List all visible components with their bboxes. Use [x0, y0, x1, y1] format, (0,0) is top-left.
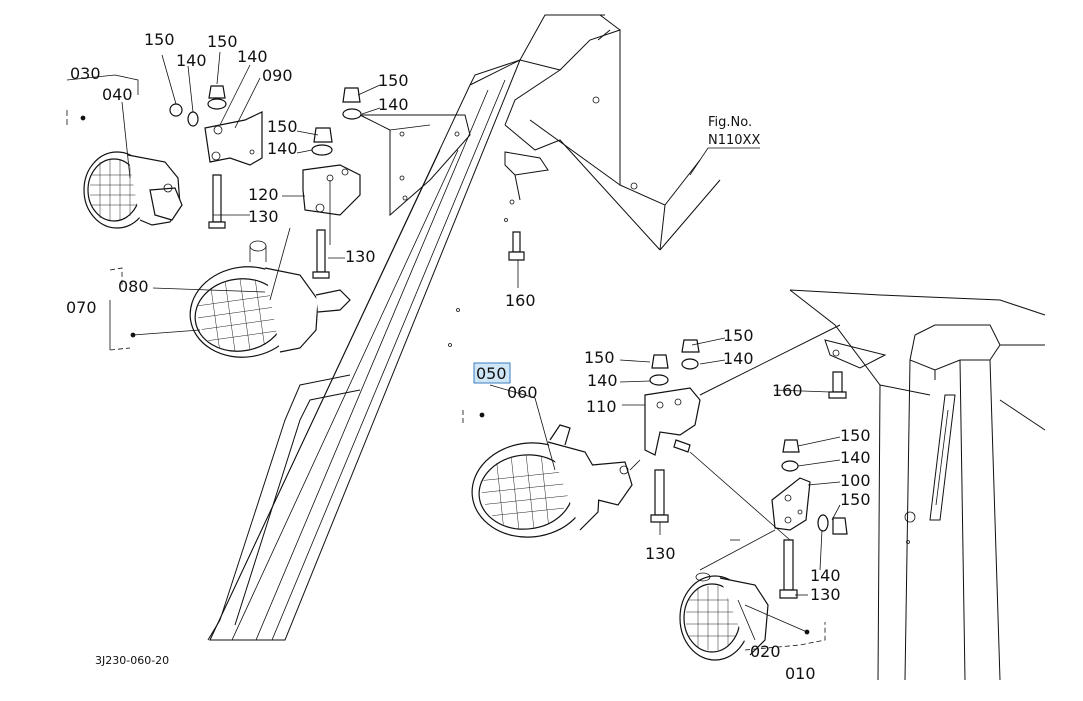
callout-070[interactable]: 070 [66, 298, 97, 317]
callout-150[interactable]: 150 [207, 32, 238, 51]
callout-140[interactable]: 140 [267, 139, 298, 158]
callout-140[interactable]: 140 [378, 95, 409, 114]
callout-150[interactable]: 150 [840, 490, 871, 509]
callout-100[interactable]: 100 [840, 471, 871, 490]
callout-140[interactable]: 140 [237, 47, 268, 66]
fig-ref-line1: Fig.No. [708, 115, 752, 130]
callout-090[interactable]: 090 [262, 66, 293, 85]
callout-150[interactable]: 150 [144, 30, 175, 49]
callout-160[interactable]: 160 [505, 291, 536, 310]
work-lamp-080 [189, 240, 351, 358]
work-lamp-040 [83, 151, 183, 229]
callout-150[interactable]: 150 [378, 71, 409, 90]
callout-140[interactable]: 140 [176, 51, 207, 70]
callout-150[interactable]: 150 [267, 117, 298, 136]
callout-120[interactable]: 120 [248, 185, 279, 204]
callout-080[interactable]: 080 [118, 277, 149, 296]
leader-lines [66, 51, 841, 651]
cabin-frame [207, 14, 1046, 681]
part-050-highlight[interactable] [473, 362, 511, 384]
callout-150[interactable]: 150 [723, 326, 754, 345]
callout-140[interactable]: 140 [723, 349, 754, 368]
callout-040[interactable]: 040 [102, 85, 133, 104]
callout-010[interactable]: 010 [785, 664, 816, 683]
fig-ref-line2: N110XX [708, 133, 760, 148]
work-lamp-020 [679, 572, 769, 661]
callout-130[interactable]: 130 [810, 585, 841, 604]
callout-140[interactable]: 140 [587, 371, 618, 390]
callout-labels: Fig.No. N110XX 3J230-060-20 030 040 150 … [66, 30, 871, 683]
callout-130[interactable]: 130 [248, 207, 279, 226]
callout-060[interactable]: 060 [507, 383, 538, 402]
drawing-code: 3J230-060-20 [95, 654, 169, 667]
callout-140[interactable]: 140 [810, 566, 841, 585]
callout-150[interactable]: 150 [840, 426, 871, 445]
callout-140[interactable]: 140 [840, 448, 871, 467]
hardware [169, 85, 848, 599]
work-lamp-060 [471, 424, 633, 538]
callout-150[interactable]: 150 [584, 348, 615, 367]
callout-030[interactable]: 030 [70, 64, 101, 83]
callout-130[interactable]: 130 [645, 544, 676, 563]
callout-110[interactable]: 110 [586, 397, 617, 416]
callout-020[interactable]: 020 [750, 642, 781, 661]
callout-050[interactable]: 050 [476, 364, 507, 383]
callout-160[interactable]: 160 [772, 381, 803, 400]
callout-130[interactable]: 130 [345, 247, 376, 266]
